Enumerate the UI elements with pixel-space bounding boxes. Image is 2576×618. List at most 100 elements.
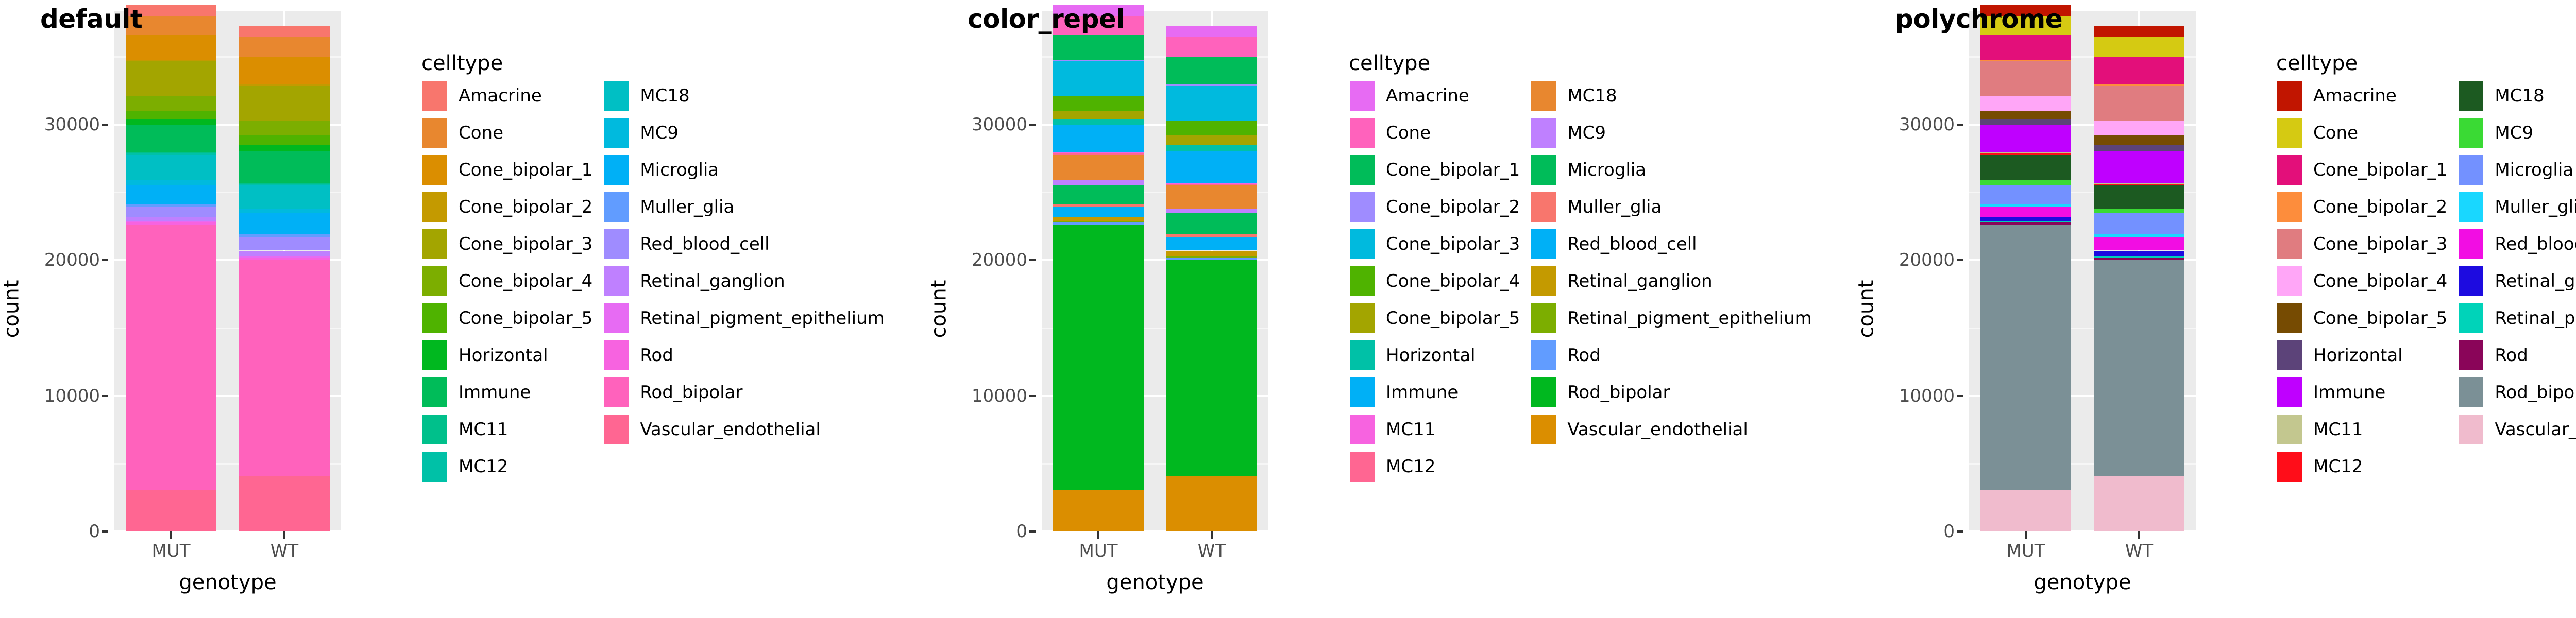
bar-segment[interactable] (1053, 222, 1144, 225)
legend-item-Retinal_pigment_epithelium[interactable]: Retinal_pigment_epithelium (603, 300, 885, 337)
bar-segment[interactable] (126, 96, 216, 111)
bar-segment[interactable] (1166, 26, 1257, 38)
bar-segment[interactable] (239, 26, 330, 38)
bar-segment[interactable] (2094, 183, 2184, 186)
bar-segment[interactable] (239, 182, 330, 184)
legend-item-MC11[interactable]: MC11 (2276, 411, 2447, 448)
bar-segment[interactable] (1166, 135, 1257, 145)
legend-item-Vascular_endothelial[interactable]: Vascular_endothelial (1530, 411, 1811, 448)
bar-segment[interactable] (1166, 84, 1257, 86)
bar-segment[interactable] (1053, 490, 1144, 531)
bar-segment[interactable] (1980, 16, 2071, 35)
legend-item-Red_blood_cell[interactable]: Red_blood_cell (2458, 226, 2576, 263)
bar-segment[interactable] (2094, 57, 2184, 84)
bar-segment[interactable] (1053, 221, 1144, 222)
bar-segment[interactable] (239, 185, 330, 209)
bar-segment[interactable] (1980, 110, 2071, 119)
bar-segment[interactable] (126, 119, 216, 125)
bar-segment[interactable] (126, 221, 216, 222)
bar-segment[interactable] (126, 207, 216, 217)
bar-segment[interactable] (239, 85, 330, 121)
bar-segment[interactable] (1980, 225, 2071, 490)
legend-item-Cone_bipolar_4[interactable]: Cone_bipolar_4 (421, 263, 592, 300)
bar-segment[interactable] (239, 121, 330, 136)
legend-item-Muller_glia[interactable]: Muller_glia (1530, 188, 1811, 226)
bar-segment[interactable] (239, 209, 330, 214)
legend-item-Retinal_ganglion[interactable]: Retinal_ganglion (2458, 263, 2576, 300)
legend-item-Horizontal[interactable]: Horizontal (421, 337, 592, 374)
legend-item-Rod_bipolar[interactable]: Rod_bipolar (2458, 374, 2576, 411)
bar-segment[interactable] (1166, 151, 1257, 183)
bar-segment[interactable] (239, 213, 330, 235)
legend-item-Rod_bipolar[interactable]: Rod_bipolar (603, 374, 884, 411)
bar-segment[interactable] (1980, 96, 2071, 111)
legend-item-Cone_bipolar_5[interactable]: Cone_bipolar_5 (421, 300, 592, 337)
bar-segment[interactable] (239, 135, 330, 145)
bar-segment[interactable] (1166, 213, 1257, 235)
legend-item-Cone[interactable]: Cone (421, 114, 592, 151)
bar-MUT[interactable] (1053, 4, 1144, 531)
bar-segment[interactable] (2094, 256, 2184, 258)
bar-segment[interactable] (1980, 61, 2071, 97)
bar-segment[interactable] (1053, 119, 1144, 125)
bar-segment[interactable] (1980, 119, 2071, 125)
legend-item-MC9[interactable]: MC9 (2458, 114, 2576, 151)
bar-segment[interactable] (2094, 260, 2184, 476)
bar-segment[interactable] (2094, 476, 2184, 531)
bar-segment[interactable] (1053, 96, 1144, 111)
bar-segment[interactable] (2094, 182, 2184, 184)
bar-segment[interactable] (126, 180, 216, 185)
bar-segment[interactable] (2094, 185, 2184, 209)
bar-segment[interactable] (1053, 154, 1144, 180)
bar-segment[interactable] (239, 476, 330, 531)
legend-item-Microglia[interactable]: Microglia (1530, 151, 1811, 188)
legend-item-Cone_bipolar_1[interactable]: Cone_bipolar_1 (2276, 151, 2447, 188)
legend-item-MC12[interactable]: MC12 (1349, 448, 1520, 485)
bar-segment[interactable] (126, 110, 216, 119)
bar-segment[interactable] (1980, 34, 2071, 60)
bar-segment[interactable] (1053, 185, 1144, 205)
legend-item-MC11[interactable]: MC11 (421, 411, 592, 448)
bar-segment[interactable] (239, 84, 330, 86)
bar-segment[interactable] (1053, 34, 1144, 60)
bar-segment[interactable] (1980, 222, 2071, 225)
bar-segment[interactable] (126, 490, 216, 531)
bar-segment[interactable] (2094, 213, 2184, 235)
bar-segment[interactable] (126, 4, 216, 16)
legend-item-MC12[interactable]: MC12 (421, 448, 592, 485)
legend-item-Immune[interactable]: Immune (1349, 374, 1520, 411)
bar-segment[interactable] (2094, 257, 2184, 261)
bar-segment[interactable] (239, 256, 330, 258)
legend-item-Rod[interactable]: Rod (1530, 337, 1811, 374)
bar-segment[interactable] (1053, 225, 1144, 490)
bar-MUT[interactable] (126, 4, 216, 531)
legend-item-MC18[interactable]: MC18 (1530, 77, 1811, 114)
bar-segment[interactable] (2094, 121, 2184, 136)
legend-item-Cone[interactable]: Cone (1349, 114, 1520, 151)
legend-item-Vascular_endothelial[interactable]: Vascular_endothelial (2458, 411, 2576, 448)
legend-item-Cone_bipolar_3[interactable]: Cone_bipolar_3 (421, 226, 592, 263)
legend-item-MC11[interactable]: MC11 (1349, 411, 1520, 448)
bar-segment[interactable] (1053, 60, 1144, 62)
bar-segment[interactable] (239, 250, 330, 257)
bar-segment[interactable] (1980, 152, 2071, 153)
legend-item-Microglia[interactable]: Microglia (2458, 151, 2576, 188)
bar-segment[interactable] (1166, 209, 1257, 214)
legend-item-Cone_bipolar_2[interactable]: Cone_bipolar_2 (1349, 188, 1520, 226)
legend-item-Rod_bipolar[interactable]: Rod_bipolar (1530, 374, 1811, 411)
bar-segment[interactable] (1980, 60, 2071, 62)
legend-item-Cone_bipolar_3[interactable]: Cone_bipolar_3 (1349, 226, 1520, 263)
bar-segment[interactable] (2094, 234, 2184, 237)
bar-segment[interactable] (1166, 37, 1257, 58)
bar-segment[interactable] (2094, 145, 2184, 151)
legend-item-Horizontal[interactable]: Horizontal (1349, 337, 1520, 374)
bar-segment[interactable] (239, 145, 330, 151)
bar-segment[interactable] (1166, 182, 1257, 184)
bar-segment[interactable] (126, 204, 216, 207)
bar-segment[interactable] (1053, 4, 1144, 16)
bar-segment[interactable] (1980, 221, 2071, 222)
legend-item-MC9[interactable]: MC9 (603, 114, 884, 151)
legend-item-Cone_bipolar_4[interactable]: Cone_bipolar_4 (1349, 263, 1520, 300)
bar-segment[interactable] (1980, 154, 2071, 180)
bar-segment[interactable] (1980, 185, 2071, 205)
